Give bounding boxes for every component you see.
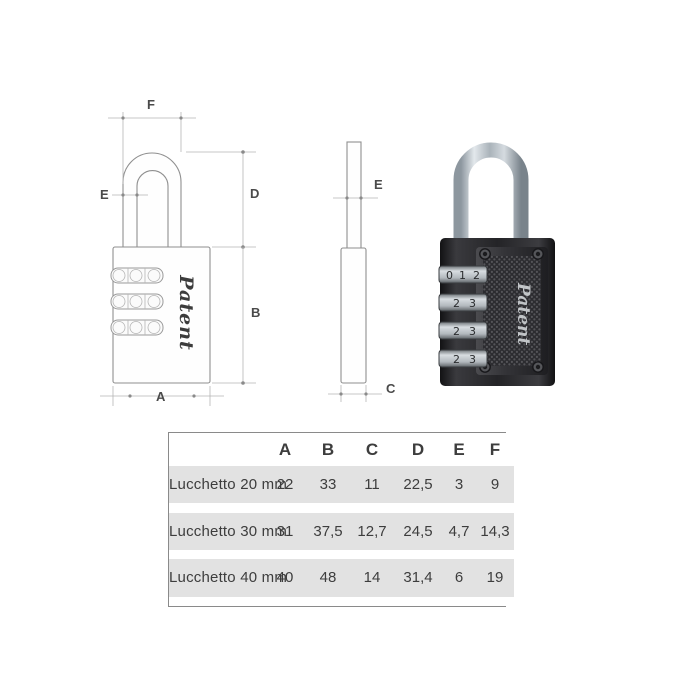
photo-dial: 2 3 — [438, 321, 488, 340]
cell-A: 22 — [264, 466, 306, 504]
dim-label-E-side: E — [374, 177, 384, 192]
front-view-dimension-lines — [100, 112, 256, 406]
table-row-spacer — [169, 596, 514, 606]
table-row: Lucchetto 40 mm 40 48 14 31,4 6 19 — [169, 559, 514, 597]
brand-script-label: Patent — [175, 275, 198, 351]
col-header-A: A — [264, 433, 306, 466]
col-header-B: B — [306, 433, 350, 466]
dim-label-C: C — [386, 381, 396, 396]
cell-model: Lucchetto 20 mm — [169, 466, 287, 504]
table-row-spacer — [169, 549, 514, 560]
cell-D: 31,4 — [394, 559, 442, 597]
svg-text:1: 1 — [459, 269, 466, 282]
cell-A: 31 — [264, 512, 306, 550]
cell-B: 37,5 — [306, 512, 350, 550]
dial-strip — [110, 267, 164, 284]
spacer-cell — [169, 503, 514, 513]
cell-A: 40 — [264, 559, 306, 597]
dim-label-D: D — [250, 186, 260, 201]
side-view-dimension-lines — [328, 196, 382, 402]
dial-strips — [110, 267, 164, 336]
dial-strip — [110, 293, 164, 310]
cell-D: 24,5 — [394, 512, 442, 550]
dim-label-B: B — [251, 305, 261, 320]
col-header-C: C — [350, 433, 394, 466]
spec-table-head: A B C D E F — [169, 433, 514, 466]
spacer-cell — [169, 596, 514, 606]
dim-label-F: F — [147, 97, 156, 112]
col-header-D: D — [394, 433, 442, 466]
svg-text:2: 2 — [473, 269, 480, 282]
svg-text:3: 3 — [469, 325, 476, 338]
dim-label-E-front: E — [100, 187, 110, 202]
spec-table-container: A B C D E F Lucchetto 20 mm 22 33 11 22,… — [168, 432, 514, 607]
spec-table: A B C D E F Lucchetto 20 mm 22 33 11 22,… — [169, 433, 514, 606]
cell-B: 48 — [306, 559, 350, 597]
cell-D: 22,5 — [394, 466, 442, 504]
table-row: Lucchetto 20 mm 22 33 11 22,5 3 9 — [169, 466, 514, 504]
spec-table-header-row: A B C D E F — [169, 433, 514, 466]
svg-text:3: 3 — [469, 297, 476, 310]
photo-brand-text: Patent — [513, 282, 533, 345]
cell-B: 33 — [306, 466, 350, 504]
technical-drawings-area: .ln { stroke:#9a9a9a; stroke-width:1; fi… — [100, 97, 396, 406]
cell-E: 3 — [442, 466, 476, 504]
cell-model: Lucchetto 40 mm — [169, 559, 287, 597]
dial-strip — [110, 319, 164, 336]
col-header-F: F — [476, 433, 514, 466]
cell-E: 6 — [442, 559, 476, 597]
photo-dial: 0 1 2 — [438, 265, 488, 284]
dim-label-A: A — [156, 389, 166, 404]
cell-F: 19 — [476, 559, 514, 597]
cell-C: 14 — [350, 559, 394, 597]
photo-shackle — [453, 142, 529, 246]
front-view-geometry — [110, 152, 211, 384]
svg-text:2: 2 — [453, 353, 460, 366]
photo-dial: 2 3 — [438, 349, 488, 368]
drawing-svg: .ln { stroke:#9a9a9a; stroke-width:1; fi… — [100, 112, 382, 406]
cell-E: 4,7 — [442, 512, 476, 550]
table-row: Lucchetto 30 mm 31 37,5 12,7 24,5 4,7 14… — [169, 512, 514, 550]
cell-C: 11 — [350, 466, 394, 504]
svg-text:0: 0 — [446, 269, 453, 282]
cell-F: 14,3 — [476, 512, 514, 550]
cell-model: Lucchetto 30 mm — [169, 512, 287, 550]
svg-text:3: 3 — [469, 353, 476, 366]
cell-F: 9 — [476, 466, 514, 504]
svg-text:2: 2 — [453, 297, 460, 310]
col-header-name — [169, 433, 264, 466]
table-row-spacer — [169, 503, 514, 513]
side-view-geometry — [340, 141, 367, 384]
shackle-inner-path — [136, 170, 169, 248]
spacer-cell — [169, 549, 514, 560]
col-header-E: E — [442, 433, 476, 466]
photo-knurled-panel — [483, 256, 541, 366]
photo-dial: 2 3 — [438, 293, 488, 312]
cell-C: 12,7 — [350, 512, 394, 550]
front-view-brand-text: Patent — [175, 258, 197, 368]
product-photo: 0 1 2 2 3 2 3 2 3 Patent — [428, 118, 568, 393]
photo-dials: 0 1 2 2 3 2 3 2 3 — [438, 265, 488, 368]
spec-table-body: Lucchetto 20 mm 22 33 11 22,5 3 9 Lucche… — [169, 466, 514, 606]
svg-text:2: 2 — [453, 325, 460, 338]
